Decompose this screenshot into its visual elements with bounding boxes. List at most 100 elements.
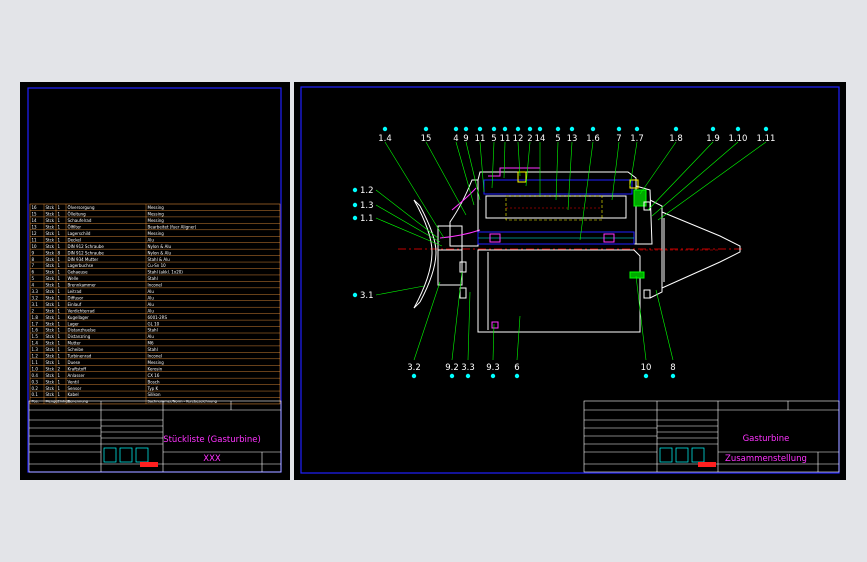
bom-cell: 1.3 [32,347,39,352]
bom-cell: Typ K [147,386,159,391]
leader-line [517,141,521,177]
bom-cell: Stck [46,218,55,223]
right-sheet-background [294,82,846,480]
callout-label: 1.1 [360,214,374,224]
bom-cell: Stck [46,334,55,339]
leader-line [525,141,531,187]
bom-cell: Lagerschild [68,231,91,236]
bom-cell: 5 [32,276,35,281]
callout-label: 1.7 [630,134,644,144]
bom-cell: Kugellager [68,315,90,320]
bom-cell: Messing [148,212,165,217]
bom-cell: Alu [148,302,155,307]
leader-line [579,141,594,241]
bom-cell: 15 [32,212,38,217]
bom-cell: Ölversorgung [68,205,95,210]
bom-cell: 1 [58,386,61,391]
leader-line [639,141,677,195]
leader-line [503,141,506,179]
left-sheet-background [20,82,290,480]
bom-cell: Ölfilter [68,225,82,230]
bom-cell: 1 [58,354,61,359]
bom-cell: DIN 934 Mutter [68,257,99,262]
bom-cell: 1 [58,270,61,275]
callout-dot [673,126,679,132]
bom-cell: Stck [46,302,55,307]
bom-cell: 1.1 [32,360,39,365]
leader-line [467,291,471,361]
callout-dot [465,373,471,379]
bom-cell: Lagerbuchse [68,263,94,268]
bom-cell: Silikon [148,392,161,397]
bom-cell: 0.3 [32,379,39,384]
bom-cell: Stck [46,295,55,300]
bom-cell: 8 [58,250,61,255]
callout-dot [670,373,676,379]
leader-line [651,141,739,217]
callout-dot [449,373,455,379]
leader-line [555,141,559,201]
leader-line [375,204,441,243]
leader-line [455,141,475,206]
bom-cell: Schaufelrad [68,218,92,223]
bom-cell: GL 10 [148,321,160,326]
bom-cell: 1 [58,257,61,262]
bom-header-cell: Sachnummer/Norm - Kurzbezeichnung [148,400,217,404]
bom-cell: Distanzring [68,334,91,339]
bom-cell: Stck [46,392,55,397]
callout-dot [423,126,429,132]
callout-label: 3.3 [461,363,475,373]
callout-label: 1.3 [360,201,374,211]
callout-dot [352,187,358,193]
bom-cell: Stahl & Alu [148,257,171,262]
bom-cell: 1 [58,231,61,236]
callout-label: 11 [500,134,511,144]
bom-cell: Stck [46,373,55,378]
bom-cell: 2 [32,308,35,313]
bom-cell: 3.3 [32,289,39,294]
bom-cell: Lager [68,321,80,326]
bom-cell: 1 [58,289,61,294]
callout-label: 1.11 [757,134,776,144]
bom-cell: DIN 912 Schraube [68,250,105,255]
bom-cell: Duese [68,360,81,365]
bom-cell: Stck [46,341,55,346]
bom-cell: 1 [58,218,61,223]
callout-dot [491,126,497,132]
bom-cell: 1 [58,244,61,249]
bom-cell: 1 [58,347,61,352]
bom-cell: Cu-Sn 10 [148,263,167,268]
callout-dot [514,373,520,379]
right-subtitle: Zusammenstellung [725,454,807,464]
bom-cell: 1 [58,315,61,320]
bom-cell: 1.7 [32,321,39,326]
leader-line [611,141,620,201]
right-sheet-frame [300,86,840,474]
callout-label: 3.1 [360,291,374,301]
bom-cell: 1 [58,379,61,384]
bom-header-cell: Benennung [68,400,89,404]
bom-cell: 7 [32,263,35,268]
callout-dot [515,126,521,132]
callout-label: 13 [567,134,578,144]
bom-cell: Alu [148,308,155,313]
bom-cell: Turbinenrad [67,354,92,359]
leader-line [516,315,521,361]
bom-cell: 8 [32,257,35,262]
bom-cell: 6001-2RS [148,315,168,320]
bom-cell: 1.4 [32,341,39,346]
bom-cell: 1 [58,321,61,326]
bom-cell: Brennkammer [68,283,97,288]
bom-cell: 6 [32,270,35,275]
bom-cell: 1 [58,360,61,365]
bom-cell: Stck [46,379,55,384]
leader-line [413,281,441,361]
bom-cell: 1 [58,373,61,378]
bom-cell: 1 [58,283,61,288]
bom-cell: Stck [46,360,55,365]
bom-cell: Messing [148,205,165,210]
right-logo-block [659,447,716,467]
callout-dot [382,126,388,132]
